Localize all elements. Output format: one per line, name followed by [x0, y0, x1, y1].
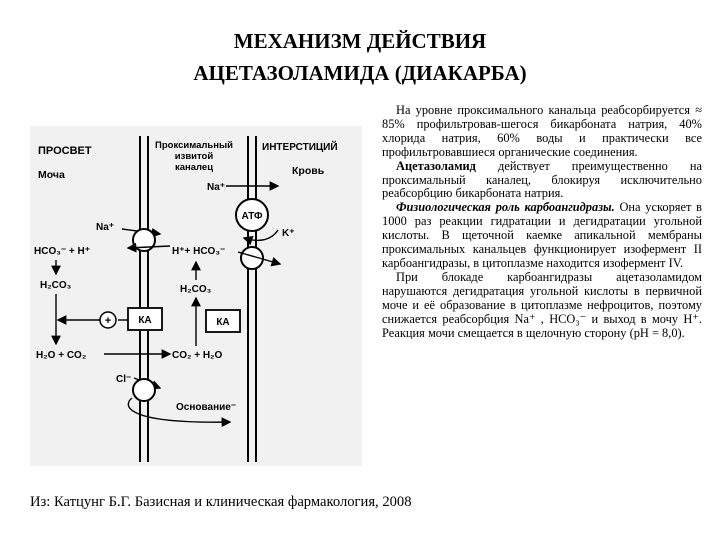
paragraph-2-rest: действует преимущественно на проксимальн… — [382, 158, 702, 201]
cell-label-1: Проксимальный — [155, 140, 233, 151]
hco3-h-left-label: HCO₃⁻ + H⁺ — [34, 246, 90, 257]
title-line-1: МЕХАНИЗМ ДЕЙСТВИЯ — [233, 29, 487, 53]
urine-label: Моча — [38, 169, 65, 181]
na-h-exchanger-circle — [132, 228, 156, 252]
cl-exchanger-circle — [132, 378, 156, 402]
ka-right-box — [205, 309, 241, 333]
hco3-transporter-circle — [240, 246, 264, 270]
atp-pump-circle — [235, 198, 269, 232]
lumen-label: ПРОСВЕТ — [38, 145, 92, 157]
title-line-2: АЦЕТАЗОЛАМИДА (ДИАКАРБА) — [193, 61, 527, 85]
k-label: K⁺ — [282, 228, 295, 239]
na-left-label: Na⁺ — [96, 222, 114, 233]
cl-label: Cl⁻ — [116, 374, 131, 385]
plus-label: + — [105, 315, 111, 327]
hco3-exit-arrow — [237, 251, 282, 267]
h2co3-right-label: H₂CO₃ — [180, 284, 212, 295]
h2o-co2-left-label: H₂O + CO₂ — [36, 350, 86, 361]
cell-label-2: извитой — [175, 151, 214, 162]
h2co3-left-label: H₂CO₃ — [40, 280, 72, 291]
paragraph-2: Ацетазоламид действует преимущественно н… — [382, 158, 702, 202]
h-secretion-arrow — [126, 242, 171, 253]
base-label: Основание⁻ — [176, 402, 236, 413]
paragraph-1: На уровне проксимального канальца реабсо… — [382, 103, 702, 159]
paragraph-3-rest: Она ускоряет в 1000 раз реакции гидратац… — [382, 200, 702, 270]
source-citation: Из: Катцунг Б.Г. Базисная и клиническая … — [30, 494, 412, 510]
atp-label: АТФ — [242, 211, 263, 222]
diagram-background — [30, 126, 362, 466]
blood-label: Кровь — [292, 165, 325, 177]
cell-label-3: каналец — [175, 162, 213, 173]
explanation-text: На уровне проксимального канальца реабсо… — [382, 103, 702, 340]
ka-left-label: КА — [138, 315, 151, 326]
paragraph-3: Физиологическая роль карбоангидразы. Она… — [382, 200, 702, 271]
ka-left-box — [127, 307, 163, 331]
base-exchange-arrow — [127, 397, 232, 428]
paragraph-4: При блокаде карбоангидразы ацетазоламидо… — [382, 269, 702, 340]
co2-h2o-right-label: CO₂ + H₂O — [172, 350, 223, 361]
k-return-arrow — [242, 229, 279, 246]
interstitium-label: ИНТЕРСТИЦИЙ — [262, 140, 338, 153]
ka-right-label: КА — [216, 317, 229, 328]
na-top-label: Na⁺ — [207, 182, 225, 193]
paragraph-3-italic: Физиологическая роль карбоангидразы. — [396, 200, 615, 215]
proximal-tubule-diagram: ПРОСВЕТ Моча Проксимальный извитой канал… — [30, 126, 362, 466]
h-hco3-right-label: H⁺+ HCO₃⁻ — [172, 246, 225, 257]
paragraph-2-bold: Ацетазоламид — [396, 158, 476, 173]
